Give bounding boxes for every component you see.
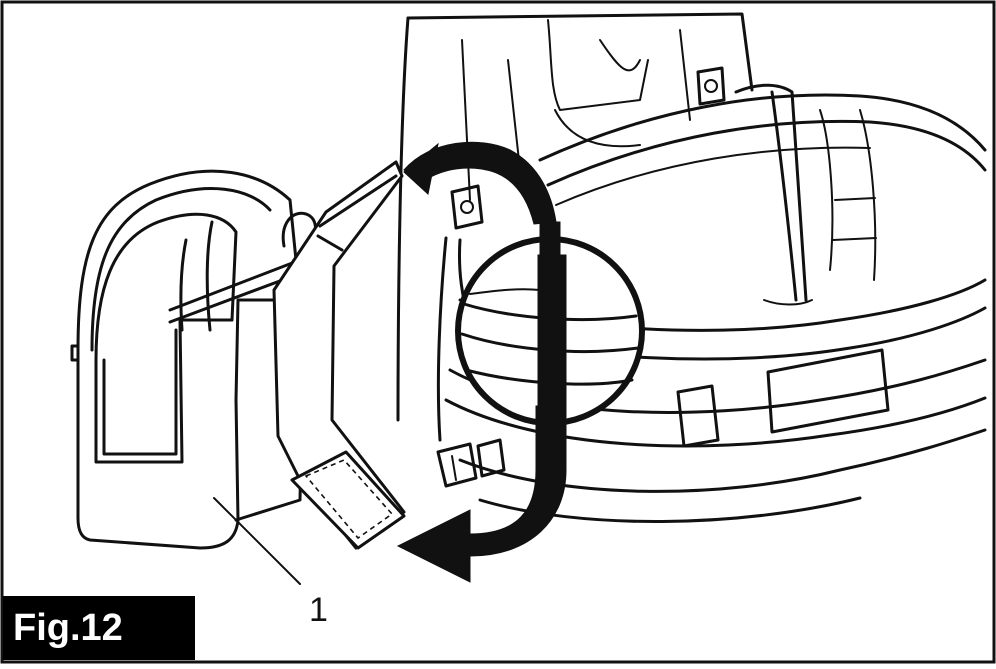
pouch-belt-flap [272,160,406,550]
rotate-arrow-down-icon [396,405,567,583]
figure-label: Fig.12 [3,596,195,660]
rotate-arrow-up-icon [403,141,561,259]
callout-number-1: 1 [309,591,328,629]
backpack-body [396,12,754,422]
callout-leader-line [213,497,301,585]
detail-circle-icon [455,236,645,426]
